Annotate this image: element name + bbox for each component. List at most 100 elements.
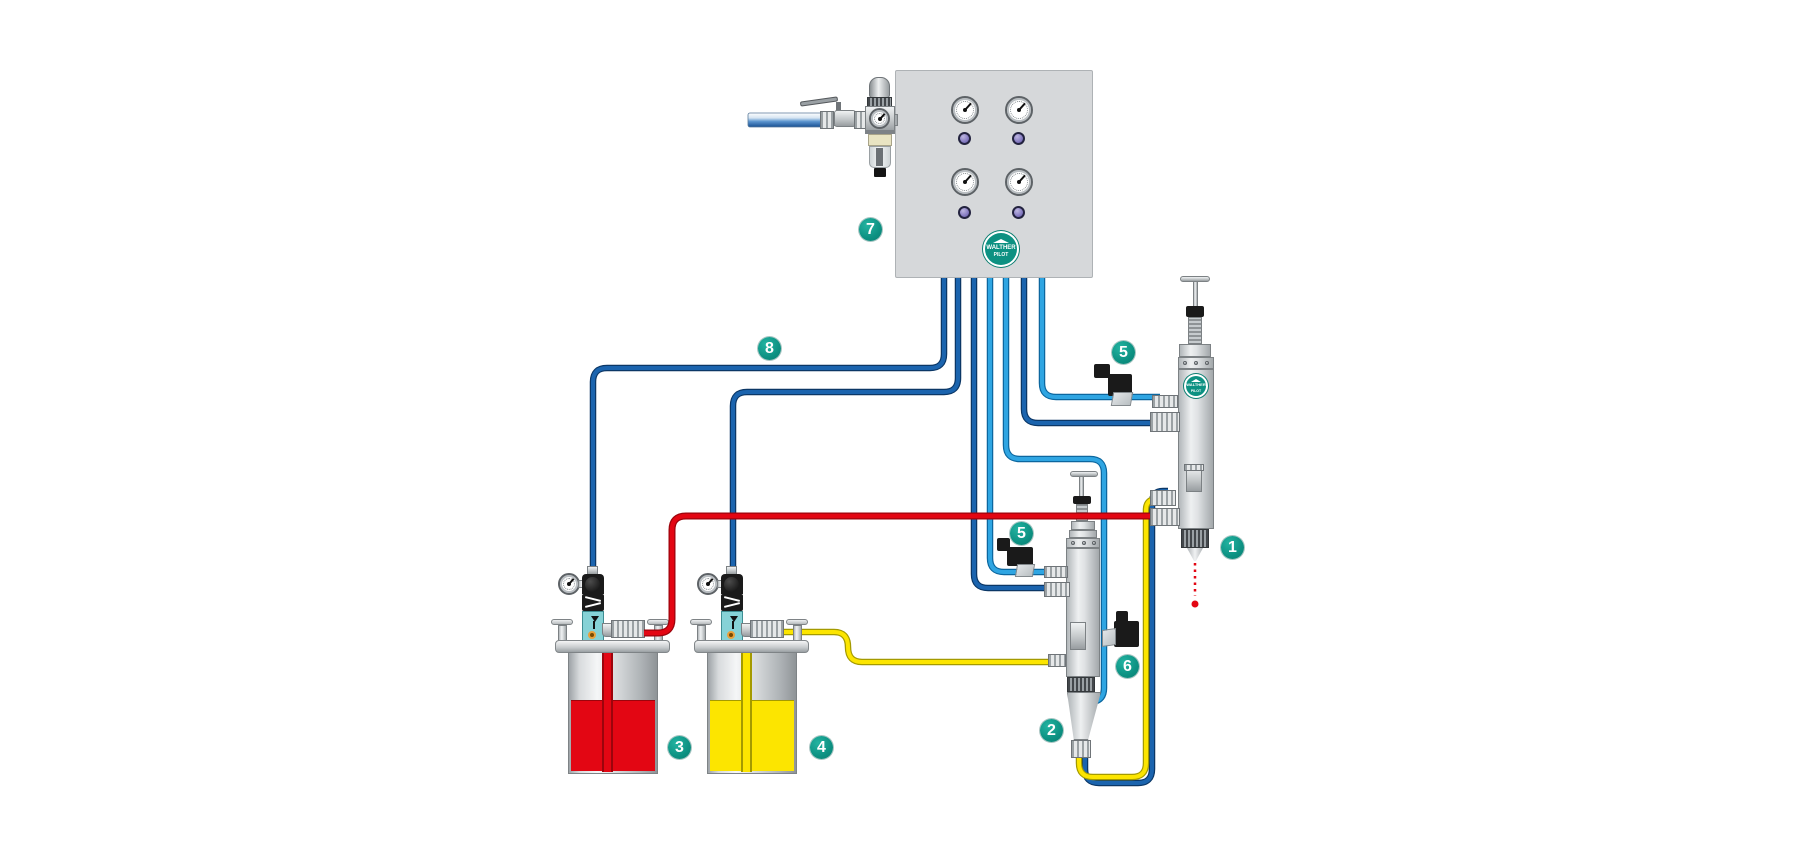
tank3-gauge	[558, 573, 580, 595]
regulator-knob-icon[interactable]	[585, 577, 600, 592]
needle-valve-stem-icon	[593, 621, 595, 629]
filter-regulator-gauge	[869, 108, 890, 129]
filter-drain[interactable]	[874, 168, 886, 177]
orange-port-icon	[588, 631, 596, 639]
valve2-fitting-material-yellow	[1048, 654, 1066, 667]
callout-7-control-unit: 7	[859, 218, 882, 241]
filter-flange	[865, 130, 895, 134]
needle-valve-icon	[730, 616, 738, 622]
logo-roof-icon	[993, 238, 1009, 243]
pressure-gauge-3	[951, 168, 979, 196]
tank3-dip-tube	[602, 653, 613, 772]
tank3-regulator-mid	[582, 594, 604, 611]
valve1-fitting-atomizing-air	[1152, 395, 1178, 408]
filter-inner-tube	[876, 148, 883, 166]
valve1-bleed-hex	[1184, 464, 1204, 471]
tank4-material-valve[interactable]	[750, 620, 784, 638]
tube-material-yellow	[778, 628, 1050, 666]
valve1-logo: WALTHER PILOT	[1184, 374, 1208, 398]
valve2-hex-small	[1071, 521, 1095, 530]
tank4-regulator-base	[721, 611, 743, 641]
tank4-regulator-mid	[721, 594, 743, 611]
tube-control-air-valve2	[970, 268, 1056, 592]
tank3-container	[568, 652, 658, 774]
regulator-knob-1[interactable]	[958, 132, 971, 145]
logo-roof-icon	[1191, 379, 1201, 383]
valve1-fitting-material-red	[1150, 508, 1180, 526]
orange-port-icon	[727, 631, 735, 639]
ball-valve-stem	[836, 102, 841, 113]
valve2-outlet-fitting	[1071, 740, 1091, 758]
tank3-regulator-top	[582, 574, 604, 594]
tank4-wing-screw-right[interactable]	[786, 619, 808, 625]
logo-subtext: PILOT	[993, 252, 1009, 259]
callout-2-dosing-valve: 2	[1040, 719, 1063, 742]
pressure-gauge-1	[951, 96, 979, 124]
pressure-gauge-2	[1005, 96, 1033, 124]
hose-coupling-left	[820, 111, 834, 129]
valve1-lock-nut	[1186, 306, 1204, 317]
valve2-handle[interactable]	[1070, 471, 1098, 477]
tube-atomizing-air-valve1	[1038, 268, 1160, 401]
valve1-fitting-control-air	[1150, 412, 1180, 432]
tank4-wing-screw-left[interactable]	[690, 619, 712, 625]
logo-subtext: PILOT	[1190, 388, 1202, 393]
tube-control-air-valve1	[1020, 268, 1162, 427]
control-panel: WALTHER PILOT	[895, 70, 1093, 278]
valve2-fitting-control-air	[1044, 582, 1070, 597]
regulator-knob-2[interactable]	[1012, 132, 1025, 145]
tube-atomizing-air-valve2	[986, 268, 1052, 576]
valve2-nozzle-collar	[1067, 677, 1095, 692]
needle-valve-stem-icon	[732, 621, 734, 629]
tank4-yellow-material	[710, 700, 794, 771]
tube-material-red	[644, 512, 1162, 637]
spray-jet	[1191, 563, 1199, 608]
filter-element	[868, 134, 892, 146]
tank3-material-valve[interactable]	[611, 620, 645, 638]
regulator-knob-3[interactable]	[958, 206, 971, 219]
valve2-cap	[1066, 538, 1100, 548]
tank3-red-material	[571, 700, 655, 771]
valve1-cap	[1178, 357, 1214, 369]
callout-8-control-air-line: 8	[758, 337, 781, 360]
valve2-fitting-atomizing-air	[1044, 566, 1068, 578]
solenoid-body	[1114, 621, 1139, 647]
valve1-hex-nut	[1179, 344, 1211, 357]
solenoid-body	[1007, 547, 1033, 566]
solenoid-coil-icon	[1116, 611, 1128, 623]
tank3-wing-screw-left[interactable]	[551, 619, 573, 625]
valve2-hex-large	[1069, 530, 1097, 538]
tube-air-solenoid6-valve2	[1002, 268, 1108, 706]
callout-5-solenoid-top: 5	[1112, 341, 1135, 364]
valve2-body	[1066, 548, 1100, 677]
walther-pilot-logo: WALTHER PILOT	[983, 231, 1019, 267]
tank4-regulator-top	[721, 574, 743, 594]
tank4-dip-tube	[741, 653, 752, 772]
solenoid-body	[1108, 374, 1132, 396]
callout-6-solenoid-bottom: 6	[1116, 655, 1139, 678]
logo-text: WALTHER	[986, 244, 1016, 251]
valve1-fitting-material-yellow	[1150, 490, 1176, 506]
valve2-bleed-valve	[1070, 622, 1086, 650]
solenoid-coil-icon	[1094, 364, 1110, 378]
regulator-knob-4[interactable]	[1012, 206, 1025, 219]
logo-text: WALTHER	[1186, 382, 1206, 388]
pressure-gauge-4	[1005, 168, 1033, 196]
needle-valve-icon	[591, 616, 599, 622]
solenoid-coil-icon	[997, 538, 1010, 551]
valve2-lock-nut	[1073, 496, 1091, 504]
spray-droplet	[1191, 600, 1199, 608]
callout-5-solenoid-mid: 5	[1010, 522, 1033, 545]
regulator-knob-icon[interactable]	[724, 577, 739, 592]
valve1-nozzle-collar	[1181, 529, 1209, 548]
callout-4-tank-yellow: 4	[810, 736, 833, 759]
valve1-neck	[1188, 317, 1202, 344]
callout-3-tank-red: 3	[668, 736, 691, 759]
tube-control-air-tank-red	[589, 268, 948, 572]
tube-pair-valve2-to-valve1-yellow	[1075, 495, 1164, 781]
tube-control-air-tank-yellow	[729, 268, 962, 572]
callout-1-spray-valve: 1	[1221, 536, 1244, 559]
